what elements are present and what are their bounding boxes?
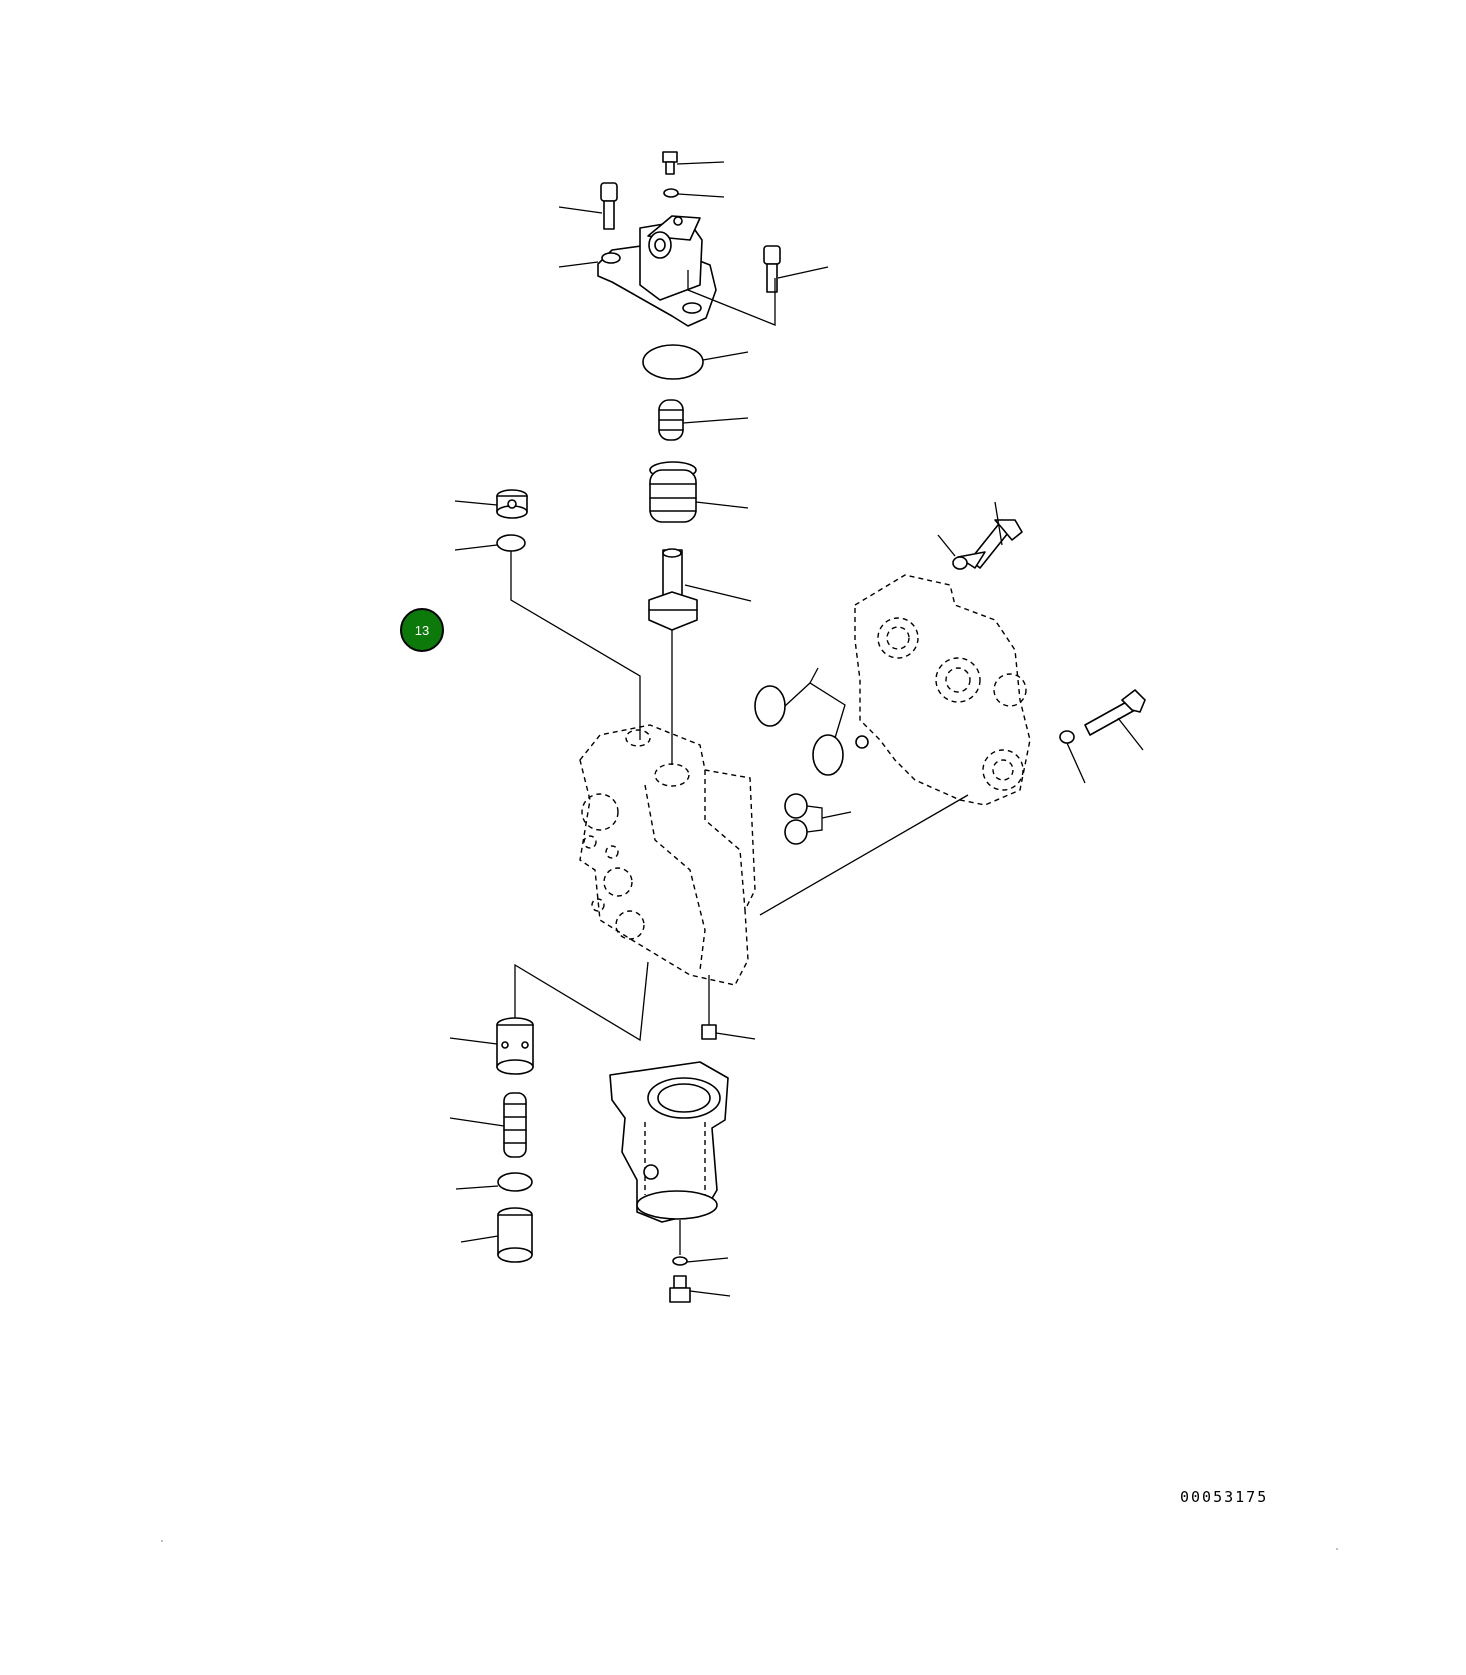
callout-13[interactable]: 13 — [400, 608, 444, 652]
left-cover-bolt — [558, 182, 618, 230]
top-washer — [663, 188, 725, 198]
spool-piston — [648, 548, 752, 631]
drawing-number: 00053175 — [1180, 1488, 1269, 1506]
large-spring — [649, 461, 749, 523]
page-dot — [1336, 1548, 1338, 1550]
piston-cup — [449, 961, 649, 1075]
lower-long-bolt — [1059, 689, 1146, 784]
large-o-ring — [642, 344, 749, 380]
callout-13-label: 13 — [414, 622, 430, 638]
small-spring — [658, 399, 749, 441]
drain-plug — [701, 975, 756, 1040]
upper-long-bolt — [937, 501, 1023, 570]
o-ring-pair-lower — [784, 793, 852, 845]
right-cover-bolt — [763, 245, 829, 293]
valve-body — [579, 724, 756, 986]
o-ring-pair-upper — [754, 667, 846, 776]
bottom-plug — [460, 1207, 533, 1263]
small-o-ring-left — [454, 534, 641, 740]
adapter-housing — [759, 574, 1031, 916]
lower-o-ring — [455, 1172, 533, 1192]
top-bolt — [662, 151, 725, 175]
bottom-bolt — [669, 1275, 731, 1303]
bottom-washer — [672, 1256, 729, 1266]
plug-cap — [454, 489, 528, 519]
lower-cylinder-housing — [609, 1061, 729, 1255]
lower-spring — [449, 1092, 527, 1158]
page-dot — [161, 1540, 163, 1542]
cover-block — [558, 215, 776, 327]
